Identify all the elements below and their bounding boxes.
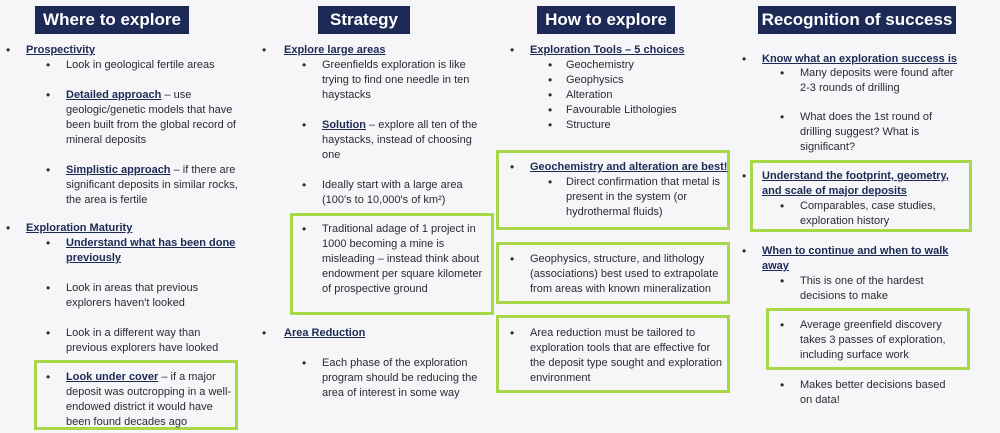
know-success-heading: Know what an exploration success is: [762, 53, 957, 65]
tool-item: Favourable Lithologies: [566, 104, 677, 116]
explore-large-areas-heading: Explore large areas: [284, 44, 386, 56]
sub-bullet: •: [780, 318, 785, 332]
highlight-box-footprint: [750, 160, 972, 232]
header-recognition-of-success: Recognition of success: [758, 6, 956, 34]
area-reduction-heading: Area Reduction: [284, 327, 366, 339]
simplistic-approach-heading: Simplistic approach: [66, 164, 171, 176]
highlight-box-geophysics: [496, 242, 730, 304]
bullet: •: [742, 244, 747, 258]
sub-bullet: •: [46, 370, 51, 384]
highlight-box-area-reduction: [496, 315, 730, 393]
simplistic-approach-body: – if there are significant deposits in s…: [66, 164, 238, 206]
average-greenfield-text: Average greenfield discovery takes 3 pas…: [800, 319, 946, 361]
bullet: •: [6, 43, 11, 57]
sub-bullet: •: [302, 118, 307, 132]
when-to-continue-heading: When to continue and when to walk away: [762, 245, 949, 272]
solution-text: Solution – explore all ten of the haysta…: [322, 118, 482, 163]
footprint-heading: Understand the footprint, geometry, and …: [762, 170, 949, 197]
area-reduction-text: Area reduction must be tailored to explo…: [530, 327, 723, 384]
bullet: •: [510, 43, 515, 57]
understand-heading: Understand what has been done previously: [66, 237, 236, 264]
fertile-text: Look in geological fertile areas: [66, 59, 215, 71]
sub-bullet: •: [548, 118, 553, 132]
tool-item: Alteration: [566, 89, 613, 101]
sub-bullet: •: [548, 58, 553, 72]
sub-bullet: •: [548, 73, 553, 87]
sub-bullet: •: [548, 175, 553, 189]
simplistic-approach-text: Simplistic approach – if there are signi…: [66, 163, 246, 208]
exploration-tools-heading: Exploration Tools – 5 choices: [530, 44, 685, 56]
tool-item: Geochemistry: [566, 59, 634, 71]
header-how-to-explore: How to explore: [537, 6, 675, 34]
bullet: •: [510, 160, 515, 174]
solution-body: – explore all ten of the haystacks, inst…: [322, 119, 478, 161]
sub-bullet: •: [548, 103, 553, 117]
sub-bullet: •: [46, 326, 51, 340]
sub-bullet: •: [46, 163, 51, 177]
better-decisions-text: Makes better decisions based on data!: [800, 379, 946, 406]
phase-text: Each phase of the exploration program sh…: [322, 357, 478, 399]
sub-bullet: •: [780, 66, 785, 80]
sub-bullet: •: [780, 199, 785, 213]
sub-bullet: •: [46, 281, 51, 295]
bullet: •: [742, 169, 747, 183]
highlight-box-geochemistry: [496, 150, 730, 230]
detailed-approach-heading: Detailed approach: [66, 89, 162, 101]
highlight-box-average-greenfield: [766, 308, 970, 370]
prospectivity-heading: Prospectivity: [26, 44, 96, 56]
bullet: •: [262, 326, 267, 340]
tool-item: Geophysics: [566, 74, 624, 86]
bullet: •: [510, 326, 515, 340]
detailed-approach-text: Detailed approach – use geologic/genetic…: [66, 88, 241, 148]
geochemistry-best-heading: Geochemistry and alteration are best!: [530, 161, 728, 173]
previous-text: Look in areas that previous explorers ha…: [66, 282, 199, 309]
geophysics-text: Geophysics, structure, and lithology (as…: [530, 253, 719, 295]
sub-bullet: •: [302, 356, 307, 370]
sub-bullet: •: [302, 178, 307, 192]
first-round-text: What does the 1st round of drilling sugg…: [800, 111, 933, 153]
adage-text: Traditional adage of 1 project in 1000 b…: [322, 223, 483, 295]
comparables-text: Comparables, case studies, exploration h…: [800, 200, 936, 227]
sub-bullet: •: [302, 58, 307, 72]
sub-bullet: •: [46, 58, 51, 72]
sub-bullet: •: [780, 110, 785, 124]
sub-bullet: •: [46, 236, 51, 250]
sub-bullet: •: [780, 274, 785, 288]
detailed-approach-body: – use geologic/genetic models that have …: [66, 89, 236, 146]
look-under-cover-body: – if a major deposit was outcropping in …: [66, 371, 232, 428]
needle-text: Greenfields exploration is like trying t…: [322, 59, 470, 101]
sub-bullet: •: [548, 88, 553, 102]
bullet: •: [510, 252, 515, 266]
hardest-decisions-text: This is one of the hardest decisions to …: [800, 275, 924, 302]
look-under-cover-heading: Look under cover: [66, 371, 159, 383]
exploration-maturity-heading: Exploration Maturity: [26, 222, 133, 234]
many-deposits-text: Many deposits were found after 2-3 round…: [800, 67, 954, 94]
look-under-cover-text: Look under cover – if a major deposit wa…: [66, 370, 234, 430]
bullet: •: [262, 43, 267, 57]
ideally-text: Ideally start with a large area (100's t…: [322, 179, 463, 206]
header-where-to-explore: Where to explore: [35, 6, 189, 34]
sub-bullet: •: [302, 222, 307, 236]
different-text: Look in a different way than previous ex…: [66, 327, 219, 354]
bullet: •: [6, 221, 11, 235]
header-strategy: Strategy: [318, 6, 410, 34]
sub-bullet: •: [46, 88, 51, 102]
solution-heading: Solution: [322, 119, 366, 131]
direct-confirmation-text: Direct confirmation that metal is presen…: [566, 176, 721, 218]
bullet: •: [742, 52, 747, 66]
highlight-box-look-under-cover: [34, 360, 238, 430]
sub-bullet: •: [780, 378, 785, 392]
tool-item: Structure: [566, 119, 611, 131]
highlight-box-traditional-adage: [290, 213, 494, 315]
